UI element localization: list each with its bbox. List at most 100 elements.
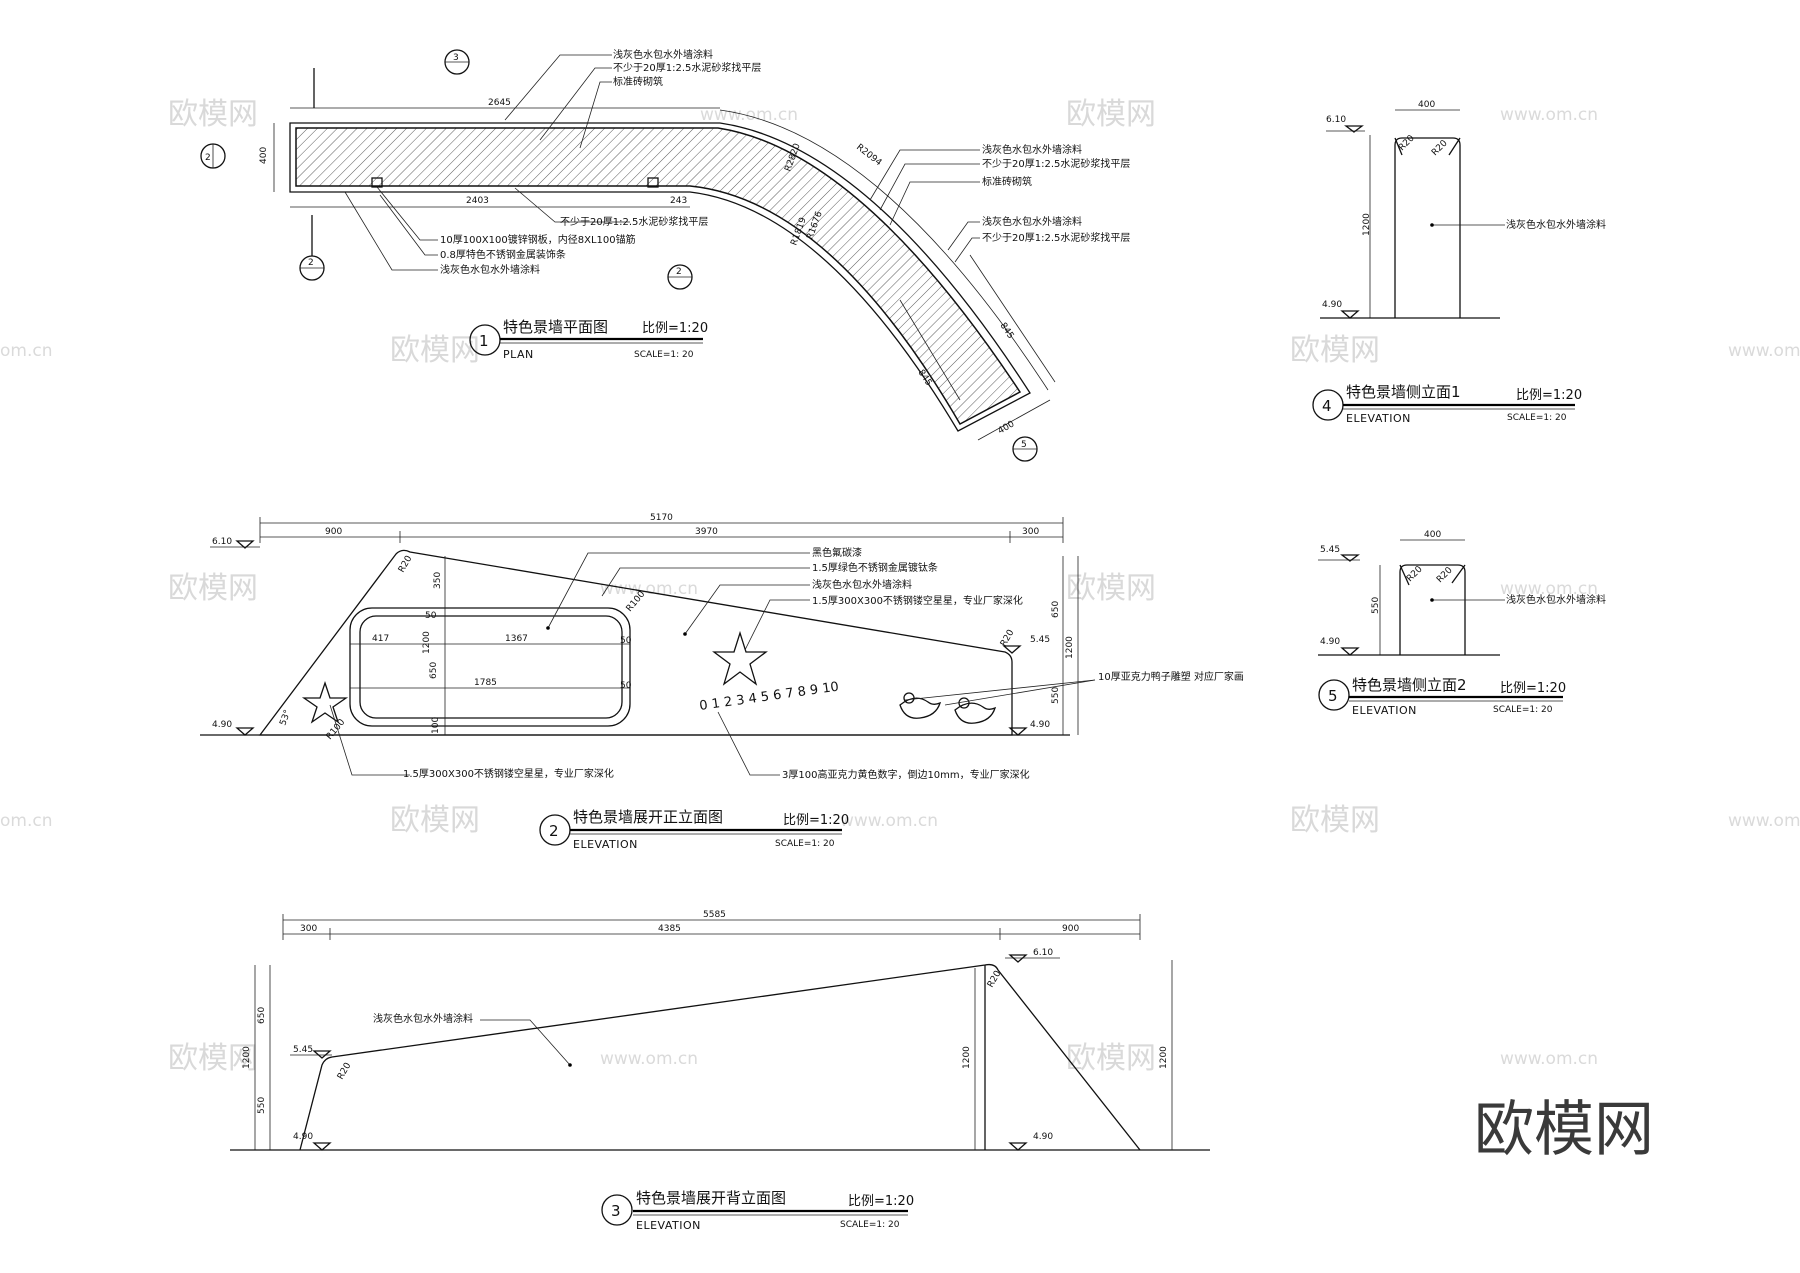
drawing-number: 1 bbox=[479, 332, 489, 350]
watermark-url: www.om.cn bbox=[1728, 811, 1800, 831]
elev2-angle: 53° bbox=[278, 709, 293, 727]
watermark-url: www.om.cn bbox=[600, 1049, 698, 1069]
watermark-url: www.om.cn bbox=[1728, 341, 1800, 361]
elev3-r20a: R20 bbox=[336, 1061, 354, 1082]
marker-num: 2 bbox=[676, 267, 682, 277]
callout: 浅灰色水包水外墙涂料 bbox=[812, 578, 912, 591]
elev2-digits: 0 1 2 3 4 5 6 7 8 9 10 bbox=[698, 680, 839, 714]
drawing-number: 3 bbox=[611, 1202, 621, 1220]
elev3-dim-v550: 550 bbox=[257, 1097, 267, 1114]
level: 5.45 bbox=[1030, 635, 1050, 645]
callout: 浅灰色水包水外墙涂料 bbox=[440, 263, 540, 276]
callout: 浅灰色水包水外墙涂料 bbox=[1506, 218, 1606, 231]
drawing-scale-en: SCALE=1: 20 bbox=[634, 350, 694, 360]
callout: 10厚100X100镀锌钢板，内径8XL100锚筋 bbox=[440, 233, 636, 246]
watermark: 欧模网 bbox=[168, 571, 258, 606]
callout: 1.5厚300X300不锈钢镂空星星，专业厂家深化 bbox=[812, 594, 1023, 607]
elev3-dim-v1200a: 1200 bbox=[242, 1046, 252, 1069]
watermark: 欧模网 bbox=[390, 333, 480, 368]
callout: 浅灰色水包水外墙涂料 bbox=[373, 1012, 473, 1025]
elev4-wall bbox=[1394, 137, 1461, 318]
elev4-dim-h: 1200 bbox=[1362, 213, 1372, 236]
elev4-dim-w: 400 bbox=[1418, 100, 1435, 110]
elev4-r1: R20 bbox=[1397, 133, 1417, 153]
elev4-view: 400 6.10 1200 R20 R20 4.90 浅灰色水包水外墙涂料 4 … bbox=[1312, 100, 1606, 425]
elev3-r20b: R20 bbox=[986, 969, 1004, 990]
elev5-r1: R20 bbox=[1405, 564, 1425, 584]
drawing-subtitle: ELEVATION bbox=[1346, 412, 1411, 425]
callout: 浅灰色水包水外墙涂料 bbox=[982, 215, 1082, 228]
watermark-url: www.om.cn bbox=[700, 105, 798, 125]
elev2-dim-50a: 50 bbox=[620, 636, 632, 646]
level: 6.10 bbox=[1033, 948, 1053, 958]
elev2-dim-v2: 1200 bbox=[422, 631, 432, 654]
level: 6.10 bbox=[1326, 115, 1346, 125]
elev3-dim-v650: 650 bbox=[257, 1007, 267, 1024]
callout: 1.5厚绿色不锈钢金属镀钛条 bbox=[812, 561, 938, 574]
watermark-url: www.om.cn bbox=[1500, 1049, 1598, 1069]
watermark-url: om.cn bbox=[0, 811, 53, 831]
plan-title-block: 1 特色景墙平面图 比例=1:20 PLAN SCALE=1: 20 bbox=[469, 318, 708, 361]
callout: 浅灰色水包水外墙涂料 bbox=[1506, 593, 1606, 606]
drawing-title: 特色景墙侧立面1 bbox=[1346, 383, 1461, 401]
callout: 不少于20厚1:2.5水泥砂浆找平层 bbox=[560, 215, 708, 228]
watermark-url: om.cn bbox=[0, 341, 53, 361]
elev2-r20a: R20 bbox=[397, 554, 415, 575]
callout: 浅灰色水包水外墙涂料 bbox=[982, 143, 1082, 156]
drawing-subtitle: ELEVATION bbox=[573, 838, 638, 851]
plan-dim-step: 243 bbox=[670, 196, 687, 206]
watermark: 欧模网 bbox=[1066, 571, 1156, 606]
callout: 0.8厚特色不锈钢金属装饰条 bbox=[440, 248, 566, 261]
drawing-title: 特色景墙侧立面2 bbox=[1352, 676, 1467, 694]
drawing-subtitle: ELEVATION bbox=[636, 1219, 701, 1232]
elev2-dim-50b: 50 bbox=[620, 681, 632, 691]
drawing-scale: 比例=1:20 bbox=[848, 1194, 914, 1209]
plan-callouts-bottom: 不少于20厚1:2.5水泥砂浆找平层 10厚100X100镀锌钢板，内径8XL1… bbox=[344, 186, 708, 276]
drawing-scale: 比例=1:20 bbox=[783, 813, 849, 828]
drawing-scale-en: SCALE=1: 20 bbox=[1493, 705, 1553, 715]
watermark: 欧模网 bbox=[1066, 1041, 1156, 1076]
marker-num: 3 bbox=[453, 53, 459, 63]
watermark-url: www.om.cn bbox=[600, 579, 698, 599]
level: 4.90 bbox=[1322, 300, 1342, 310]
elev2-dim-total: 5170 bbox=[650, 513, 673, 523]
callout: 不少于20厚1:2.5水泥砂浆找平层 bbox=[982, 231, 1130, 244]
elev2-dim-b: 3970 bbox=[695, 527, 718, 537]
elev2-dim-v1: 650 bbox=[1051, 601, 1061, 618]
elev2-view: 5170 900 3970 300 6.10 4.90 350 650 100 … bbox=[200, 513, 1244, 851]
drawing-scale: 比例=1:20 bbox=[1500, 681, 1566, 696]
callout: 标准砖砌筑 bbox=[613, 75, 663, 88]
plan-dim-end: 400 bbox=[997, 419, 1017, 436]
elev4-r2: R20 bbox=[1430, 138, 1450, 158]
drawing-subtitle: ELEVATION bbox=[1352, 704, 1417, 717]
marker-num: 2 bbox=[308, 258, 314, 268]
plan-dim-inner: 2403 bbox=[466, 196, 489, 206]
plan-wall-hatch bbox=[295, 127, 1022, 426]
drawing-number: 5 bbox=[1328, 687, 1338, 705]
section-marker: 2 bbox=[299, 215, 325, 281]
section-marker: 2 bbox=[200, 143, 226, 169]
elev3-dim-v1200b: 1200 bbox=[962, 1046, 972, 1069]
drawing-title: 特色景墙平面图 bbox=[503, 318, 608, 336]
elev3-dim-total: 5585 bbox=[703, 910, 726, 920]
elev2-dim-h2: 650 bbox=[429, 662, 439, 679]
elev2-dim-50c: 50 bbox=[425, 611, 437, 621]
plan-dim-arc: R2094 bbox=[854, 142, 883, 168]
watermark-url: www.om.cn bbox=[840, 811, 938, 831]
drawing-title: 特色景墙展开正立面图 bbox=[573, 808, 723, 826]
drawing-scale-en: SCALE=1: 20 bbox=[775, 839, 835, 849]
elev2-dim-h1: 350 bbox=[433, 572, 443, 589]
marker-num: 2 bbox=[205, 153, 211, 163]
brand-logo: 欧模网 bbox=[1474, 1095, 1654, 1165]
elev2-wall bbox=[258, 549, 1013, 736]
drawing-scale: 比例=1:20 bbox=[642, 321, 708, 336]
elev2-dim-a: 900 bbox=[325, 527, 342, 537]
callout: 黑色氟碳漆 bbox=[812, 546, 862, 559]
level: 5.45 bbox=[1320, 545, 1340, 555]
elev2-dim-w3: 1785 bbox=[474, 678, 497, 688]
watermark-url: www.om.cn bbox=[1500, 579, 1598, 599]
watermark: 欧模网 bbox=[390, 803, 480, 838]
elev5-dim-w: 400 bbox=[1424, 530, 1441, 540]
plan-callouts-right: 浅灰色水包水外墙涂料 不少于20厚1:2.5水泥砂浆找平层 标准砖砌筑 浅灰色水… bbox=[869, 143, 1130, 263]
